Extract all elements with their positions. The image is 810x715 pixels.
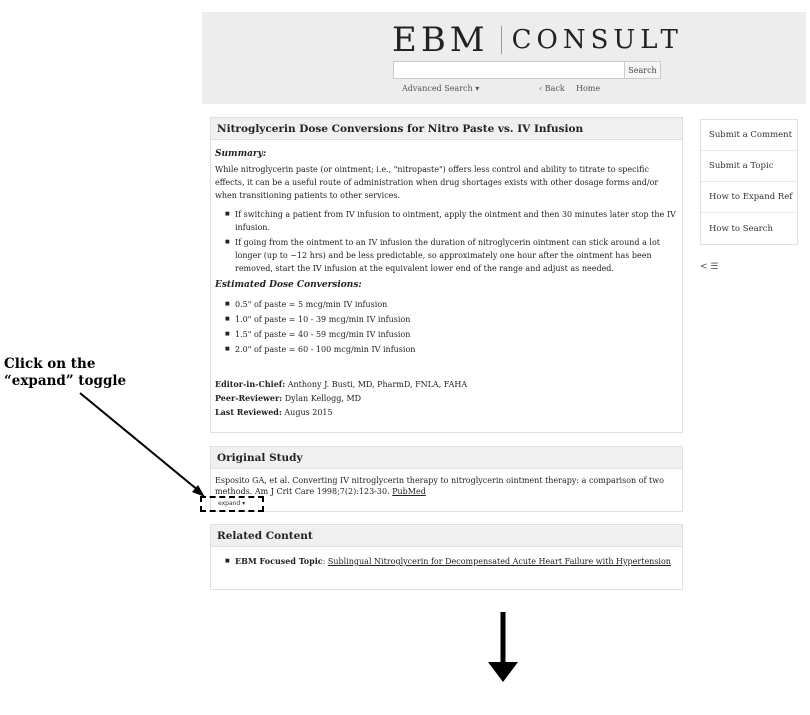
pointer-arrow-head: [192, 485, 205, 497]
sidebar-item-submit-topic[interactable]: Submit a Topic: [701, 151, 797, 182]
sidebar-item-expand-ref[interactable]: How to Expand Ref: [701, 182, 797, 213]
original-study-body: Esposito GA, et al. Converting IV nitrog…: [211, 469, 682, 510]
reviewer-label: Peer-Reviewer:: [215, 393, 283, 403]
summary-text: While nitroglycerin paste (or ointment; …: [215, 165, 659, 200]
search-bar: Search: [393, 61, 661, 79]
callout-line-2: “expand” toggle: [4, 373, 127, 389]
list-item: EBM Focused Topic: Sublingual Nitroglyce…: [215, 555, 678, 568]
credits: Editor-in-Chief: Anthony J. Busti, MD, P…: [215, 378, 678, 419]
editor-value: Anthony J. Busti, MD, PharmD, FNLA, FAHA: [287, 380, 468, 389]
article-title: Nitroglycerin Dose Conversions for Nitro…: [211, 118, 682, 140]
pointer-arrow-line: [79, 392, 200, 492]
pubmed-link[interactable]: PubMed: [392, 487, 426, 496]
site-logo[interactable]: EBM CONSULT: [392, 20, 683, 60]
logo-divider: [500, 26, 502, 54]
article-card: Nitroglycerin Dose Conversions for Nitro…: [210, 117, 683, 433]
back-link[interactable]: ‹ Back: [539, 84, 565, 93]
expand-toggle[interactable]: expand ▾: [218, 500, 246, 507]
reviewed-label: Last Reviewed:: [215, 407, 282, 417]
citation-text: Esposito GA, et al. Converting IV nitrog…: [215, 476, 664, 496]
original-study-card: Original Study Esposito GA, et al. Conve…: [210, 446, 683, 512]
expand-highlight-box: [200, 496, 264, 512]
sidebar-item-submit-comment[interactable]: Submit a Comment: [701, 120, 797, 151]
advanced-search-link[interactable]: Advanced Search ▾: [402, 84, 480, 93]
original-study-title: Original Study: [211, 447, 682, 469]
related-item-label: EBM Focused Topic: [235, 556, 323, 566]
sidebar: Submit a Comment Submit a Topic How to E…: [700, 119, 798, 245]
search-input[interactable]: [393, 61, 625, 79]
sidebar-item-how-to-search[interactable]: How to Search: [709, 223, 773, 234]
list-item: 1.5" of paste = 40 - 59 mcg/min IV infus…: [215, 328, 678, 341]
arrow-down-head: [488, 662, 518, 682]
related-item-link[interactable]: Sublingual Nitroglycerin for Decompensat…: [327, 557, 671, 566]
logo-ebm: EBM: [392, 20, 489, 60]
share-print-icons[interactable]: < ☰: [700, 262, 719, 272]
list-item: 0.5" of paste = 5 mcg/min IV infusion: [215, 298, 678, 311]
instruction-callout: Click on the “expand” toggle: [4, 356, 126, 390]
reviewer-value: Dylan Kellogg, MD: [284, 394, 362, 403]
article-body: Summary: While nitroglycerin paste (or o…: [211, 140, 682, 428]
related-list: EBM Focused Topic: Sublingual Nitroglyce…: [215, 555, 678, 568]
related-content-body: EBM Focused Topic: Sublingual Nitroglyce…: [211, 547, 682, 580]
conversions-heading: Estimated Dose Conversions:: [215, 280, 362, 290]
related-content-title: Related Content: [211, 525, 682, 547]
list-item: If going from the ointment to an IV infu…: [215, 236, 678, 275]
conversion-list: 0.5" of paste = 5 mcg/min IV infusion 1.…: [215, 298, 678, 356]
home-link[interactable]: Home: [576, 84, 601, 93]
summary-heading: Summary:: [215, 149, 267, 159]
list-item: If switching a patient from IV infusion …: [215, 208, 678, 234]
summary-bullets: If switching a patient from IV infusion …: [215, 208, 678, 275]
reviewed-value: Augus 2015: [284, 408, 333, 417]
list-item: 2.0" of paste = 60 - 100 mcg/min IV infu…: [215, 343, 678, 356]
list-item: 1.0" of paste = 10 - 39 mcg/min IV infus…: [215, 313, 678, 326]
callout-line-1: Click on the: [4, 356, 96, 372]
search-button[interactable]: Search: [625, 61, 661, 79]
editor-label: Editor-in-Chief:: [215, 379, 286, 389]
site-header: EBM CONSULT Search Advanced Search ▾ ‹ B…: [202, 12, 806, 104]
related-content-card: Related Content EBM Focused Topic: Subli…: [210, 524, 683, 590]
logo-consult: CONSULT: [511, 25, 683, 55]
